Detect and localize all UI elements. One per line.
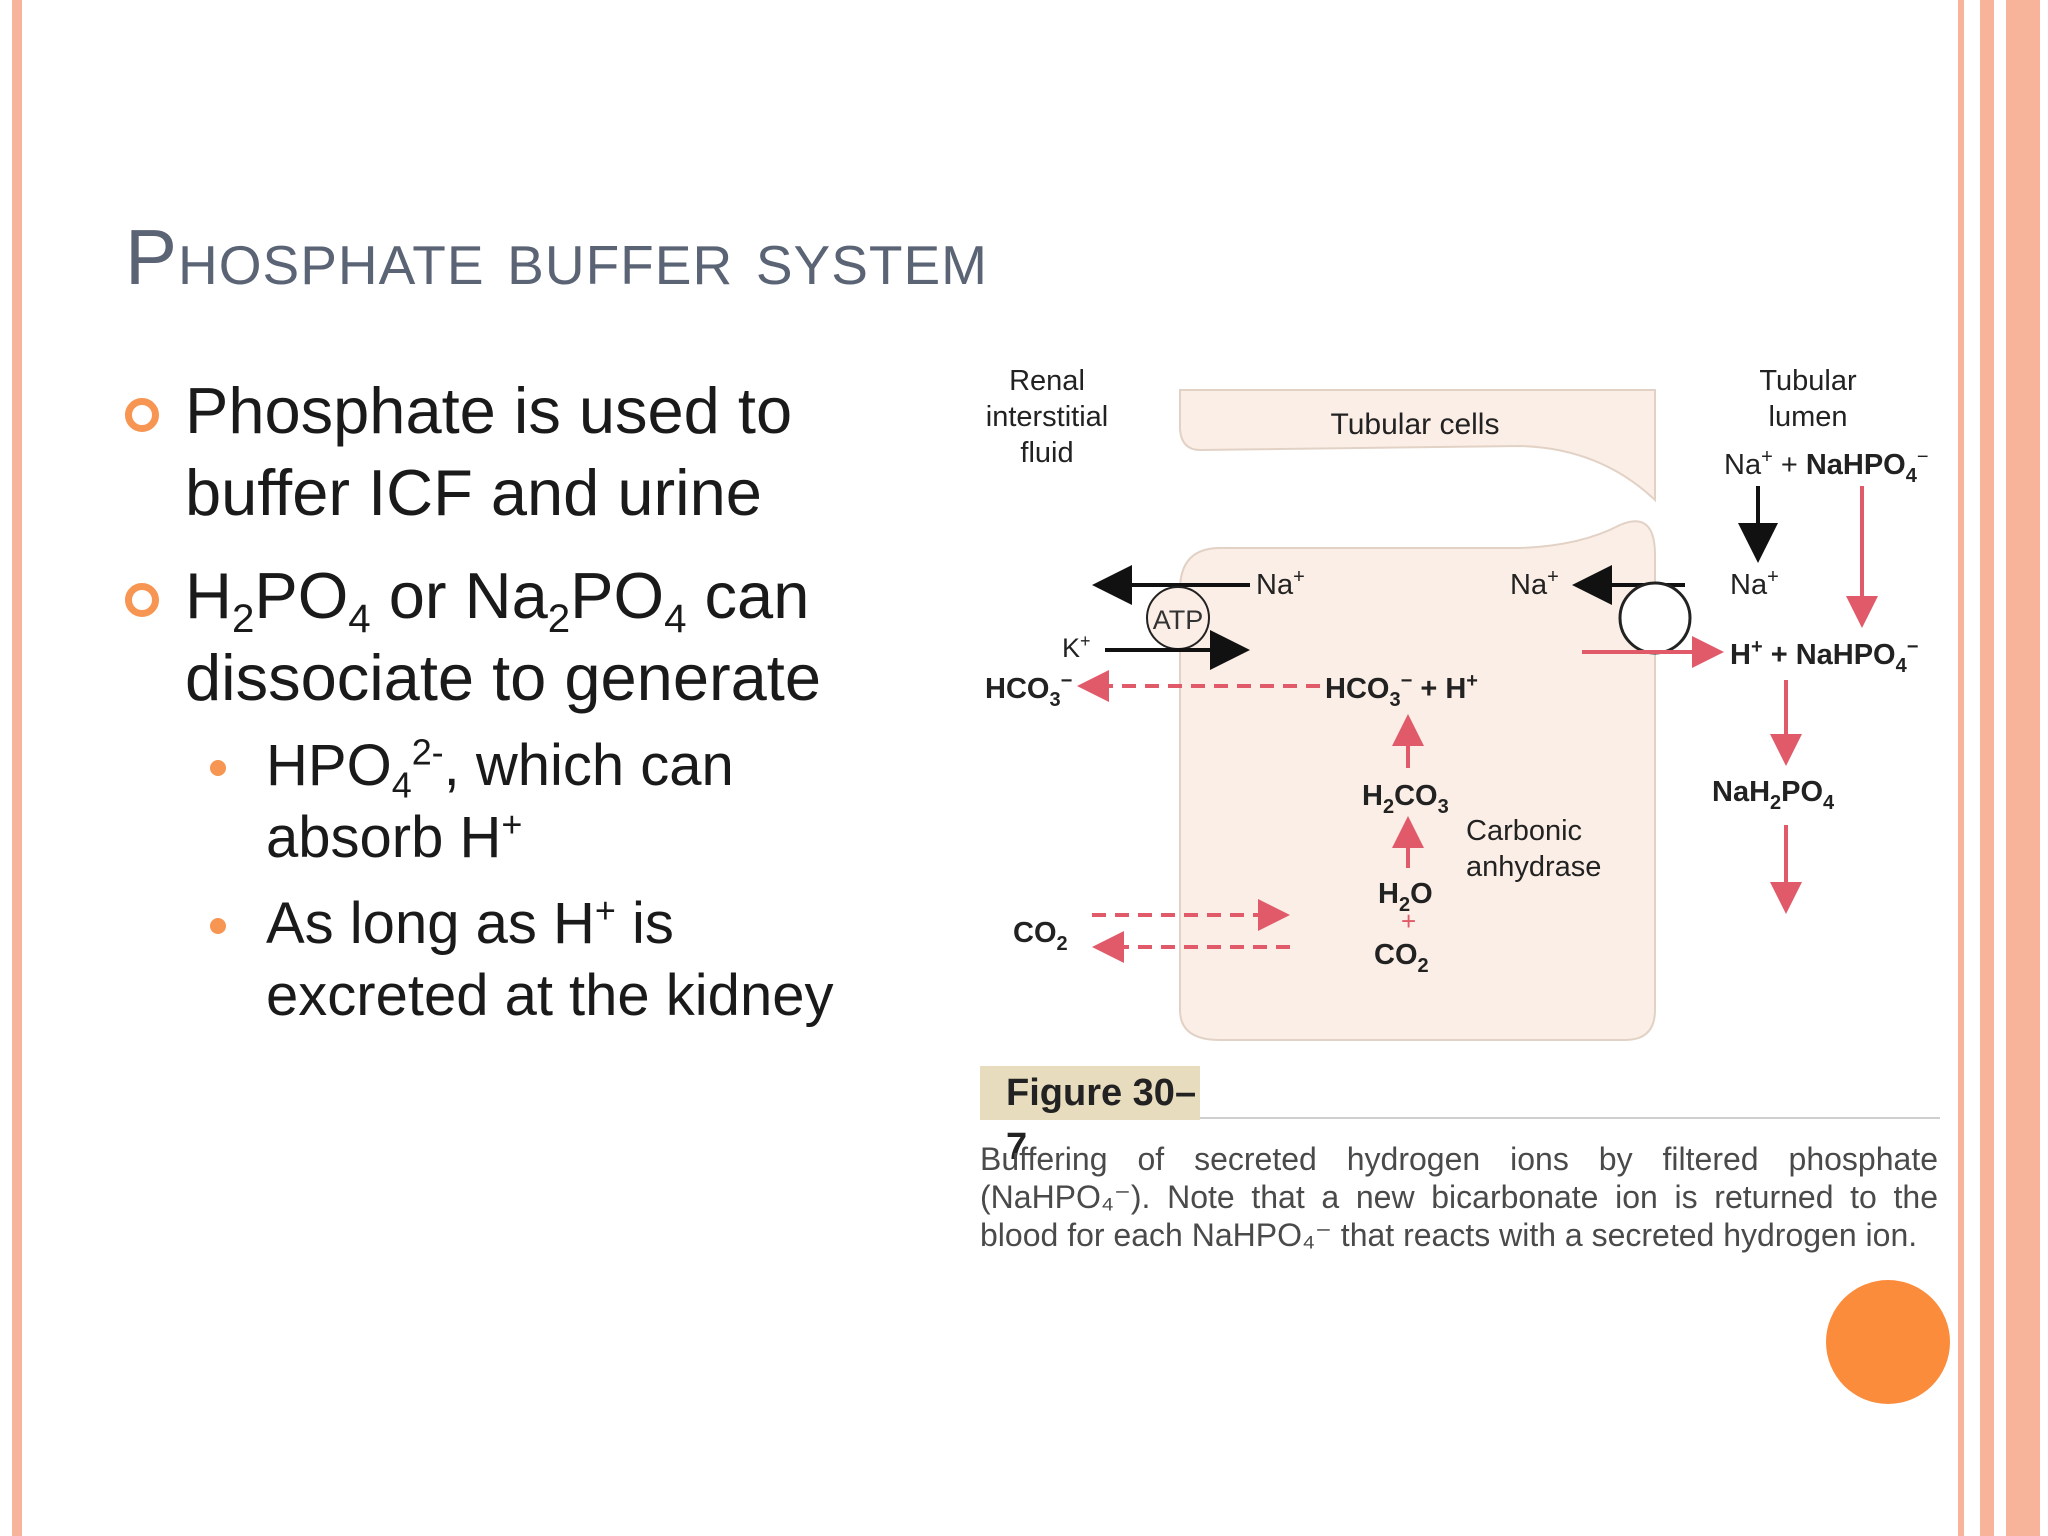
label-interstitial: interstitial <box>986 401 1109 433</box>
label-atp: ATP <box>1153 605 1204 635</box>
label-h2co3: H2CO3 <box>1362 780 1449 818</box>
bullet-1-line1: Phosphate is used to <box>185 374 793 447</box>
figure-divider <box>1200 1117 1940 1119</box>
slide-border-right-outer <box>2006 0 2040 1536</box>
label-k: K+ <box>1062 631 1091 663</box>
decorative-circle <box>1826 1280 1950 1404</box>
phosphate-buffer-figure: Renal interstitial fluid Tubular cells T… <box>960 350 1960 1310</box>
label-fluid: fluid <box>1020 437 1073 469</box>
label-carbonic: Carbonic <box>1466 815 1582 847</box>
sub-bullet-marker-icon <box>210 760 226 776</box>
sub-bullet-2-line1: As long as H+ is <box>266 889 674 956</box>
label-tubular: Tubular <box>1759 365 1857 397</box>
sub-bullet-1-line2: absorb H+ <box>266 803 523 870</box>
plus-icon: + <box>1401 906 1416 936</box>
label-lumen: lumen <box>1769 401 1848 433</box>
sub-bullet-1-line1: HPO42-, which can <box>266 731 734 806</box>
slide-border-left <box>12 0 22 1536</box>
bullet-marker-icon <box>125 583 159 617</box>
bullet-2-line2: dissociate to generate <box>185 641 821 714</box>
sub-bullet-marker-icon <box>210 918 226 934</box>
tubular-cell-top <box>1179 389 1656 503</box>
label-nah2po4: NaH2PO4 <box>1712 776 1835 814</box>
slide-border-right-middle <box>1980 0 1994 1536</box>
label-hco3-blood: HCO3− <box>985 670 1072 711</box>
sub-bullet-2-line2: excreted at the kidney <box>266 963 834 1028</box>
label-anhydrase: anhydrase <box>1466 851 1601 883</box>
figure-caption: Buffering of secreted hydrogen ions by f… <box>980 1141 1938 1253</box>
label-renal: Renal <box>1009 365 1085 397</box>
label-co2-blood: CO2 <box>1013 917 1068 955</box>
label-h-nahpo4: H+ + NaHPO4− <box>1730 636 1918 677</box>
label-lumen-na-nahpo4: Na+ + NaHPO4− <box>1724 446 1929 487</box>
bullet-1-line2: buffer ICF and urine <box>185 456 762 529</box>
exchanger-icon <box>1618 581 1692 655</box>
bullet-marker-icon <box>125 398 159 432</box>
figure-label: Figure 30–7 <box>980 1066 1200 1168</box>
label-h2o: H2O <box>1378 878 1433 916</box>
label-na-lumen: Na+ <box>1730 566 1779 601</box>
slide-border-right-inner <box>1958 0 1964 1536</box>
slide-title: Phosphate buffer system <box>125 213 988 301</box>
bullet-2-line1: H2PO4 or Na2PO4 can <box>185 559 810 641</box>
label-tubular-cells: Tubular cells <box>1331 408 1500 441</box>
figure-diagram: Renal interstitial fluid Tubular cells T… <box>985 365 1929 1041</box>
